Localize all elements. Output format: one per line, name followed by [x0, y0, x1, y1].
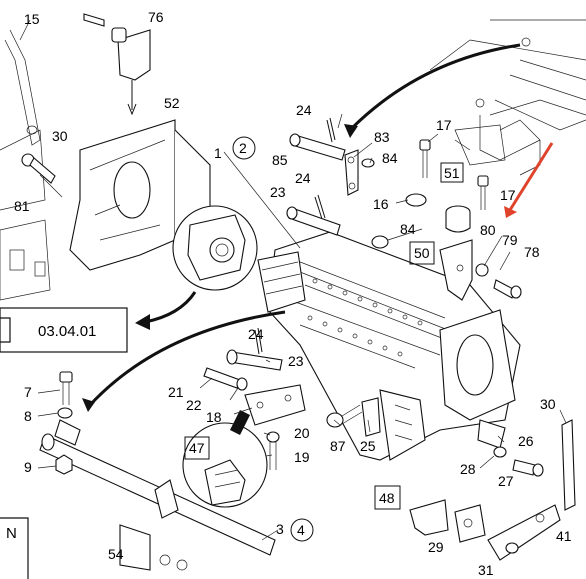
pin-23-top: [286, 194, 341, 236]
label-19: 19: [294, 449, 310, 465]
circled-numbers: 2 4: [232, 136, 314, 542]
label-26: 26: [518, 433, 534, 449]
label-87: 87: [330, 438, 346, 454]
washer-84: [371, 235, 389, 249]
label-23a: 23: [270, 184, 286, 200]
leader-lines: [19, 19, 567, 541]
label-52: 52: [164, 95, 180, 111]
red-pointer-arrow: [504, 142, 554, 218]
plate-48: [409, 499, 449, 536]
box-47: 47: [189, 440, 205, 456]
label-18: 18: [206, 409, 222, 425]
label-54: 54: [108, 546, 124, 562]
label-79: 79: [502, 232, 518, 248]
pin-76: [83, 13, 151, 116]
nut-9: [55, 454, 73, 475]
label-30b: 30: [540, 396, 556, 412]
label-29: 29: [428, 539, 444, 555]
label-41: 41: [556, 528, 572, 544]
pin-85: [289, 117, 346, 161]
washer-8: [57, 407, 73, 419]
label-30: 30: [52, 128, 68, 144]
part-labels: 15 76 52 30 81 1 24 83 85 84 17 23 16 24…: [14, 9, 572, 578]
bracket-18: [244, 384, 306, 426]
label-17: 17: [436, 117, 452, 133]
label-24c: 24: [248, 326, 264, 342]
axle-3: [39, 419, 276, 556]
bolt-19: [266, 431, 280, 470]
pin-23-lower: [226, 327, 283, 371]
label-24b: 24: [295, 170, 311, 186]
label-84b: 84: [400, 221, 416, 237]
label-8: 8: [24, 408, 32, 424]
label-81: 81: [14, 198, 30, 214]
label-3: 3: [276, 521, 284, 537]
label-27: 27: [498, 473, 514, 489]
label-24: 24: [296, 102, 312, 118]
plate-80: [439, 239, 473, 301]
label-16: 16: [373, 196, 389, 212]
arm-41: [487, 504, 561, 561]
box-50: 50: [414, 245, 430, 261]
bracket-26: [477, 419, 506, 449]
left-edge-letter: N: [6, 525, 17, 542]
label-76: 76: [148, 9, 164, 25]
bolt-27: [493, 446, 544, 477]
label-25: 25: [360, 438, 376, 454]
box-48: 48: [379, 490, 395, 506]
label-31: 31: [478, 562, 494, 578]
label-17b: 17: [500, 187, 516, 203]
reference-box: 03.04.01: [0, 307, 128, 353]
bolt-17b: [477, 175, 489, 210]
cap-51: [445, 205, 471, 233]
side-plate-52: [69, 119, 211, 271]
label-78: 78: [524, 244, 540, 260]
washer-16: [405, 193, 427, 207]
box-51: 51: [444, 165, 460, 181]
bottom-left-box: N: [0, 517, 29, 579]
bolt-17: [419, 139, 431, 178]
bearing-detail: [172, 205, 258, 291]
circled-4: 4: [297, 522, 305, 538]
plate-29: [454, 504, 486, 543]
detail-view-47: [182, 410, 268, 508]
link-83: [344, 149, 375, 196]
label-83: 83: [374, 129, 390, 145]
reference-label: 03.04.01: [38, 323, 96, 340]
left-arm: [0, 29, 51, 301]
label-1: 1: [214, 145, 222, 161]
label-9: 9: [24, 459, 32, 475]
label-20: 20: [294, 425, 310, 441]
bolt-78: [475, 263, 522, 299]
bottom-bracket-54: [119, 524, 188, 571]
circled-2: 2: [239, 140, 247, 156]
bolt-21: [203, 367, 248, 391]
frame-top-right: [429, 19, 586, 176]
label-15: 15: [24, 11, 40, 27]
spring-87: [326, 404, 363, 428]
label-80: 80: [480, 222, 496, 238]
big-arrows: [82, 43, 521, 412]
frame-holes-row: [307, 278, 423, 357]
bolt-7: [59, 371, 73, 405]
label-84a: 84: [382, 150, 398, 166]
gear-block: [257, 251, 306, 313]
label-22: 22: [186, 397, 202, 413]
boxed-numbers: 51 50 47 48: [184, 162, 464, 510]
label-85: 85: [272, 152, 288, 168]
label-7: 7: [24, 384, 32, 400]
lever-30-right: [561, 419, 576, 511]
part-81: [21, 153, 56, 184]
label-23b: 23: [288, 353, 304, 369]
part-25: [361, 397, 381, 437]
label-21: 21: [168, 384, 184, 400]
label-28: 28: [460, 461, 476, 477]
